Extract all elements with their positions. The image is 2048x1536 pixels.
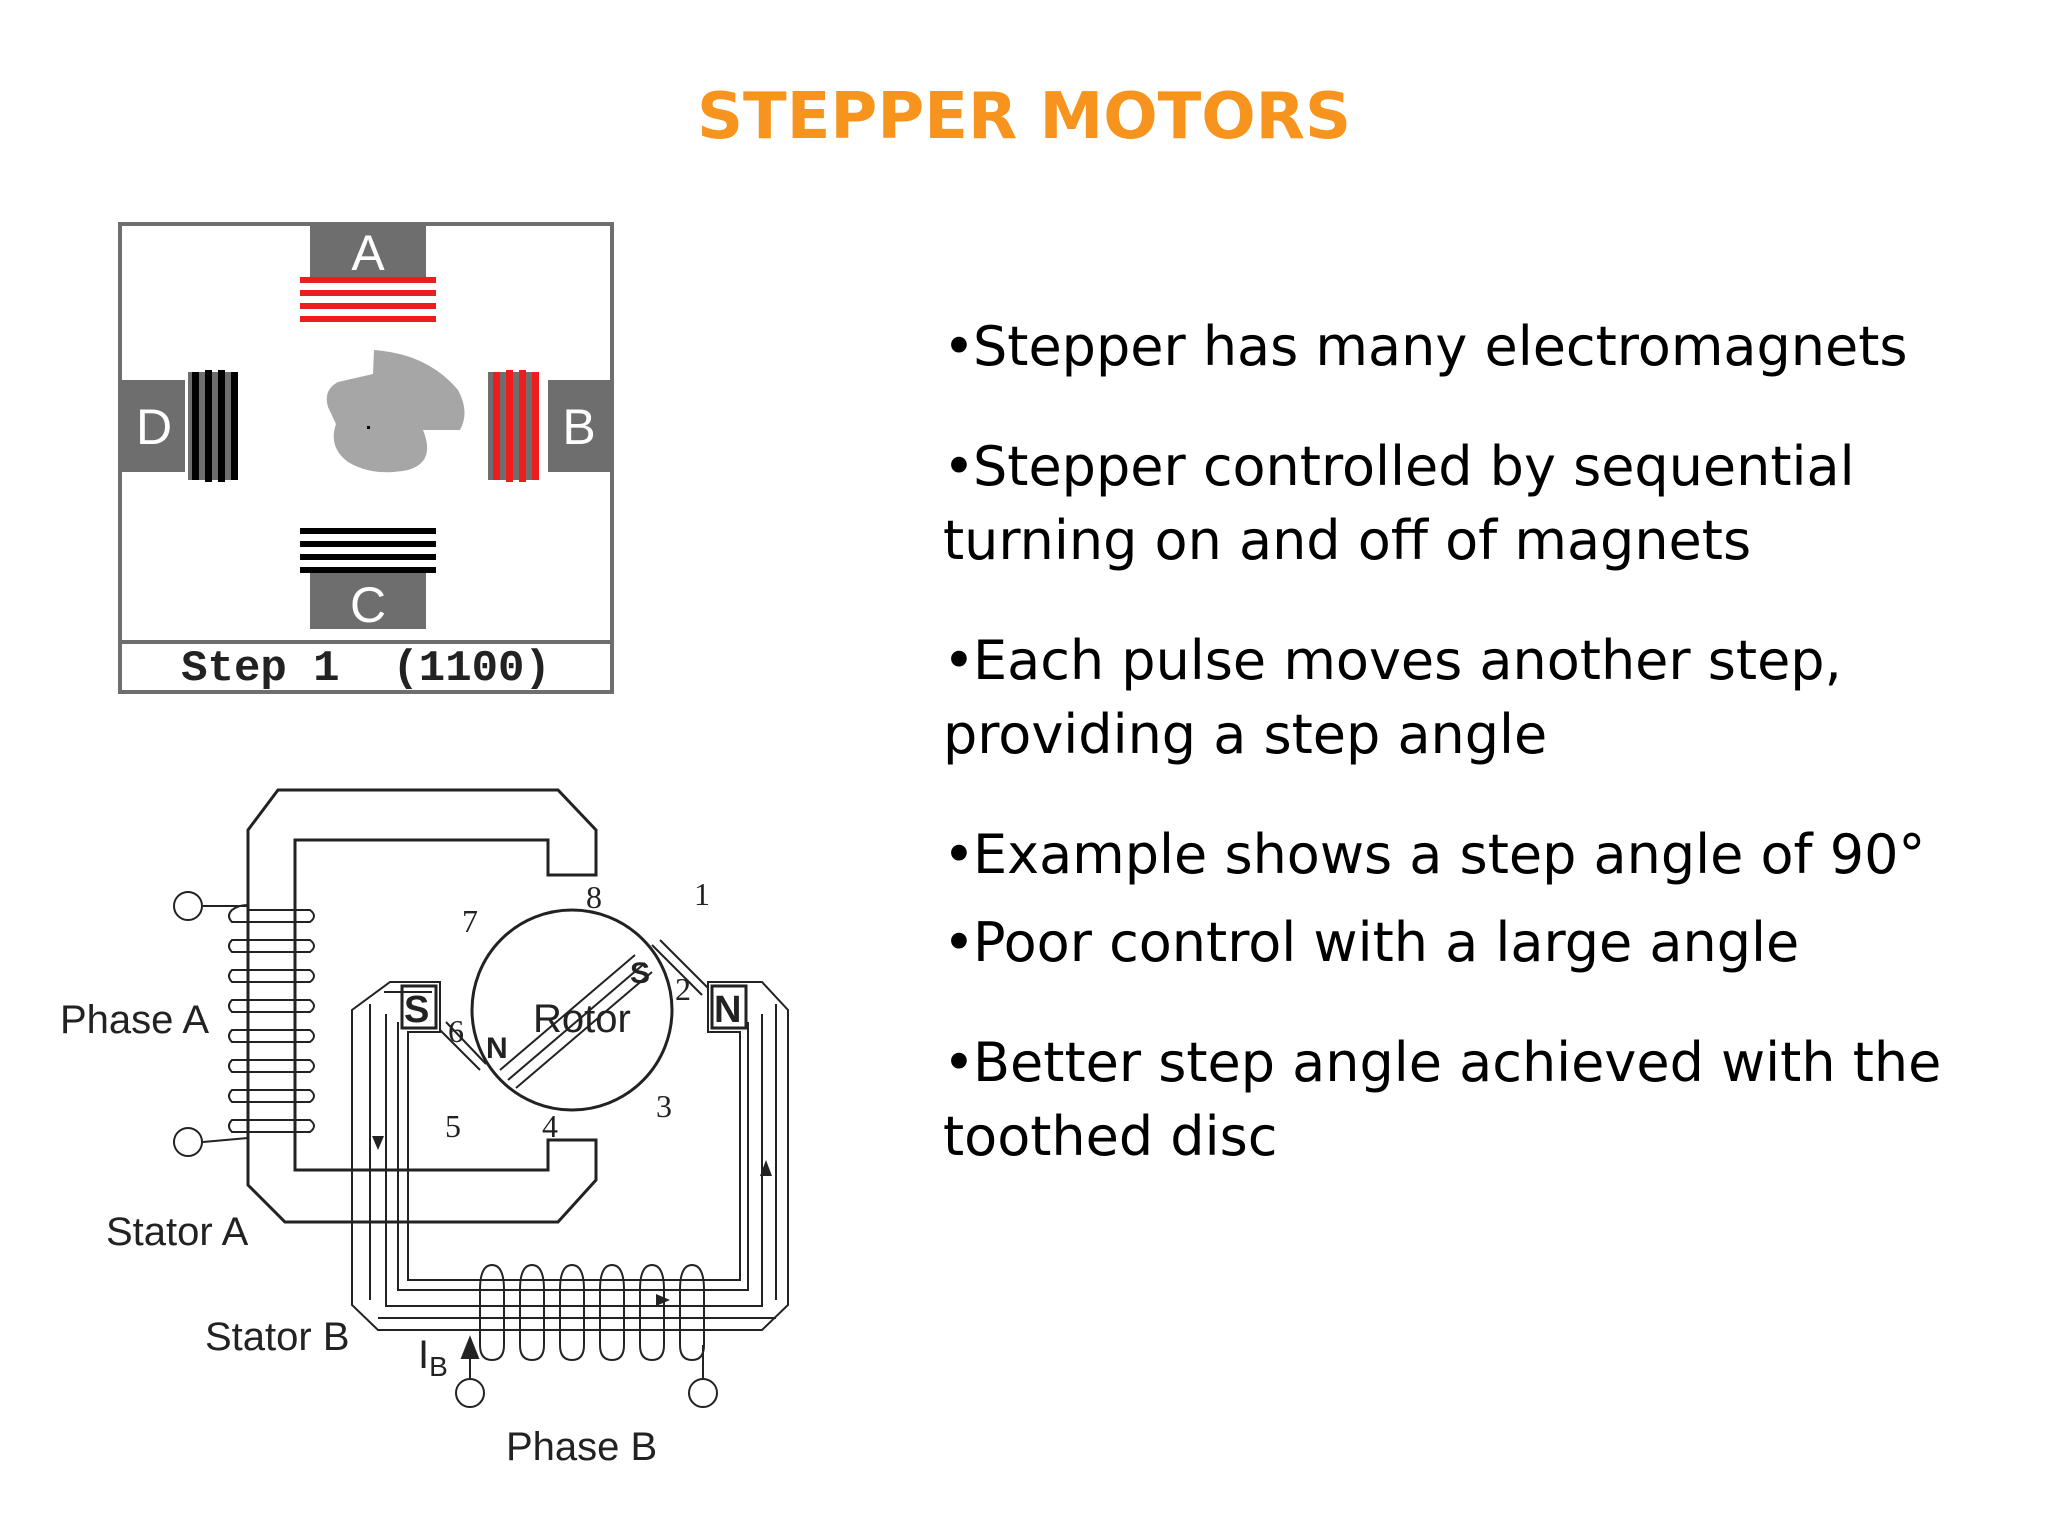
pole-d: D	[121, 370, 238, 482]
tooth-label-1: 1	[694, 876, 710, 912]
tooth-label-8: 8	[586, 879, 602, 915]
bullet-marker: •	[943, 1031, 975, 1094]
bullet-list: •Stepper has many electromagnets •Steppe…	[943, 310, 2023, 1174]
tooth-label-3: 3	[656, 1088, 672, 1124]
bullet-text: Stepper controlled by sequential turning…	[943, 435, 1855, 572]
rotor-shape	[326, 350, 465, 473]
rotor-label: Rotor	[533, 997, 631, 1041]
stator-north-label: N	[714, 989, 741, 1031]
bullet-marker: •	[943, 315, 975, 378]
bullet-marker: •	[943, 435, 975, 498]
pole-a-label: A	[351, 225, 385, 281]
bullet-item: •Example shows a step angle of 90°	[943, 818, 2023, 892]
bullet-item: •Each pulse moves another step, providin…	[943, 624, 1943, 772]
pole-a: A	[300, 225, 436, 322]
bullet-marker: •	[943, 629, 975, 692]
slide-title: STEPPER MOTORS	[696, 80, 1352, 154]
bullet-marker: •	[943, 823, 975, 886]
flux-arrows	[372, 1136, 772, 1306]
step-caption: Step 1 (1100)	[181, 644, 551, 694]
rotor-north-label: N	[486, 1032, 508, 1065]
phase-a-label: Phase A	[60, 998, 209, 1042]
stator-a-label: Stator A	[106, 1210, 249, 1254]
bullet-item: •Stepper controlled by sequential turnin…	[943, 430, 1943, 578]
pole-b: B	[488, 370, 612, 482]
stator-b-label: Stator B	[205, 1315, 350, 1359]
stepper-animation-figure: A B C D Step 1 (1100)	[118, 222, 614, 694]
bullet-text: Example shows a step angle of 90°	[973, 823, 1926, 886]
stator-b	[351, 981, 789, 1331]
bullet-text: Better step angle achieved with the toot…	[943, 1031, 1942, 1168]
tooth-label-6: 6	[448, 1013, 464, 1049]
tooth-label-2: 2	[675, 971, 691, 1007]
tooth-label-4: 4	[542, 1108, 558, 1144]
bullet-text: Each pulse moves another step, providing…	[943, 629, 1842, 766]
stator-a	[246, 788, 598, 1224]
tooth-label-5: 5	[445, 1108, 461, 1144]
bullet-item: •Stepper has many electromagnets	[943, 310, 2023, 384]
pole-d-label: D	[136, 399, 172, 455]
tooth-label-7: 7	[462, 903, 478, 939]
bullet-marker: •	[943, 911, 975, 974]
pole-c: C	[300, 528, 436, 633]
bullet-item: •Better step angle achieved with the too…	[943, 1026, 2003, 1174]
pole-c-label: C	[350, 577, 386, 633]
bullet-text: Poor control with a large angle	[973, 911, 1800, 974]
bullet-item: •Poor control with a large angle	[943, 906, 2023, 980]
phase-b-label: Phase B	[506, 1425, 657, 1469]
phase-a-coil	[173, 891, 315, 1157]
bullet-text: Stepper has many electromagnets	[973, 315, 1908, 378]
rotor-circle	[470, 908, 674, 1112]
stator-south-label: S	[404, 989, 429, 1031]
pole-b-label: B	[562, 399, 595, 455]
phase-b-coil	[455, 1263, 718, 1408]
current-b-label: IB	[418, 1333, 448, 1382]
rotor-magnet	[439, 939, 709, 1089]
rotor-south-label: S	[630, 957, 650, 990]
stepper-motor-diagram: Phase A Stator A Stator B Phase B IB Rot…	[60, 788, 789, 1469]
